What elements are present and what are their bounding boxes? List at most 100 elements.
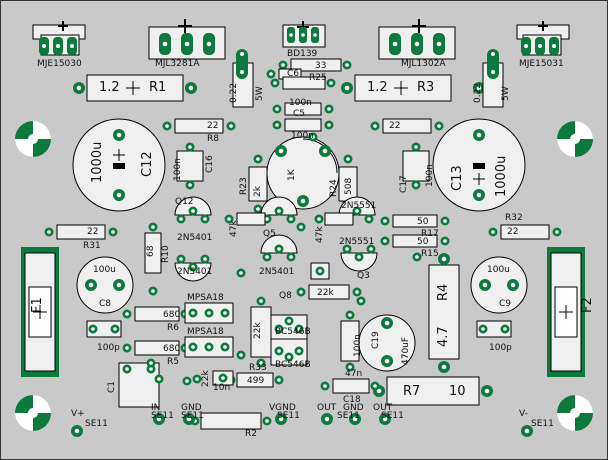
- transistor-mpsa18-a: [184, 302, 234, 324]
- label-r8-val: 22: [207, 121, 219, 131]
- resistor-r10: [144, 222, 162, 296]
- label-c12: C12: [140, 151, 155, 177]
- label-r4: R4: [436, 283, 451, 301]
- label-r24: R24: [329, 179, 339, 197]
- transistor-mje15031: [516, 21, 570, 56]
- resistor-r26: [270, 76, 336, 90]
- label-r31-val: 22: [87, 227, 99, 237]
- resistor-r33: [278, 58, 352, 72]
- label-c9-val: 100u: [487, 265, 510, 275]
- resistor-r7: [373, 376, 493, 406]
- label-se-out: SE11: [337, 411, 360, 421]
- label-vplus: V+: [71, 409, 85, 419]
- label-5w-right: 5W: [501, 86, 511, 101]
- label-se-gnd: SE11: [181, 411, 204, 421]
- label-se-vminus: SE11: [531, 419, 554, 429]
- resistor-r23: [248, 154, 268, 214]
- label-q8: Q8: [279, 291, 292, 301]
- label-22k-c: 22k: [201, 370, 211, 387]
- label-r5: R5: [167, 357, 179, 367]
- label-mpsa18-b: MPSA18: [187, 327, 224, 337]
- label-r10-val: 68: [146, 245, 156, 257]
- capacitor-c5: [272, 102, 334, 116]
- label-c12-value: 1000u: [90, 141, 105, 183]
- fuse-f1: [21, 247, 59, 377]
- label-bc546b-a: BC546B: [275, 327, 311, 337]
- label-r32: R32: [505, 213, 523, 223]
- label-q12-type: 2N5401: [177, 233, 213, 243]
- resistor-022-left: [232, 49, 254, 108]
- label-c6: C6: [287, 69, 300, 79]
- transistor-mje15030: [32, 21, 86, 56]
- resistor-r32: [488, 224, 562, 240]
- label-trimmer: 1K: [287, 169, 297, 181]
- label-vminus: V-: [519, 409, 528, 419]
- label-r3-value: 1.2: [367, 80, 388, 95]
- label-100n-a: 100n: [289, 98, 312, 108]
- label-r4-val: 4.7: [436, 326, 451, 347]
- capacitor-c13: [432, 118, 526, 212]
- resistor-022-right: [482, 49, 504, 108]
- label-r6-val: 680: [163, 310, 181, 320]
- capacitor-c17: [402, 142, 430, 190]
- label-vgnd: VGND: [269, 403, 296, 413]
- capacitor-c12: [72, 118, 166, 212]
- label-22-right: 22: [389, 121, 401, 131]
- label-c8: C8: [99, 299, 112, 309]
- label-q-top-type: 2N5551: [341, 201, 377, 211]
- capacitor-100n-mid: [340, 310, 360, 372]
- label-r15-val: 50: [417, 217, 429, 227]
- label-q3: Q3: [357, 271, 370, 281]
- transistor-mjl3281a: [148, 19, 226, 60]
- label-c5: C5: [293, 109, 306, 119]
- label-f1: F1: [30, 297, 45, 313]
- label-c18: C18: [343, 395, 361, 405]
- label-r7: R7: [403, 384, 421, 399]
- resistor-499: [226, 372, 284, 388]
- label-c13: C13: [450, 165, 465, 191]
- label-r17: R17: [421, 229, 439, 239]
- label-c9: C9: [499, 299, 512, 309]
- label-r1: R1: [149, 80, 167, 95]
- label-r3: R3: [417, 80, 435, 95]
- label-r6: R6: [167, 323, 179, 333]
- label-q5: Q5: [263, 229, 276, 239]
- label-bc546b-b: BC546B: [275, 360, 311, 370]
- label-r15: R15: [421, 249, 439, 259]
- label-se-out2: SE11: [381, 411, 404, 421]
- label-r26: R25: [309, 73, 327, 83]
- label-mje15031: MJE15031: [519, 59, 564, 69]
- label-in: IN: [151, 403, 161, 413]
- label-r23-val: 2k: [253, 186, 263, 197]
- capacitor-c16: [176, 142, 204, 190]
- resistor-r5: [122, 340, 190, 356]
- fuse-f2: [547, 247, 585, 377]
- label-r23: R23: [239, 177, 249, 195]
- transistor-q3: [340, 244, 378, 272]
- resistor-r31: [44, 224, 118, 240]
- label-22k-b: 22k: [317, 288, 334, 298]
- mount-hole-bl: [15, 395, 51, 431]
- resistor-r6: [122, 306, 190, 322]
- label-mpsa18-a: MPSA18: [187, 293, 224, 303]
- label-47k-right: 47k: [315, 226, 325, 243]
- connector-out: [321, 413, 333, 425]
- label-se-vgnd: SE11: [277, 411, 300, 421]
- resistor-47k-right: [314, 212, 354, 226]
- transistor-q5551-top: [338, 196, 376, 224]
- label-c8-val: 100u: [93, 265, 116, 275]
- label-r10: R10: [161, 245, 171, 263]
- label-r5-val: 680: [163, 344, 181, 354]
- label-47n: 47n: [345, 369, 363, 379]
- mount-hole-tr: [557, 121, 593, 157]
- resistor-47k-left: [224, 212, 266, 226]
- transistor-mpsa18-b: [184, 336, 234, 358]
- transistor-q5401-mid: [260, 196, 298, 224]
- label-100n-mid: 100n: [353, 334, 363, 357]
- label-r3-small: R33: [249, 363, 267, 373]
- label-f2: F2: [580, 297, 595, 313]
- label-r24-val: 508: [344, 177, 354, 195]
- capacitor-100p-right: [476, 320, 512, 338]
- label-se-vplus: SE11: [85, 419, 108, 429]
